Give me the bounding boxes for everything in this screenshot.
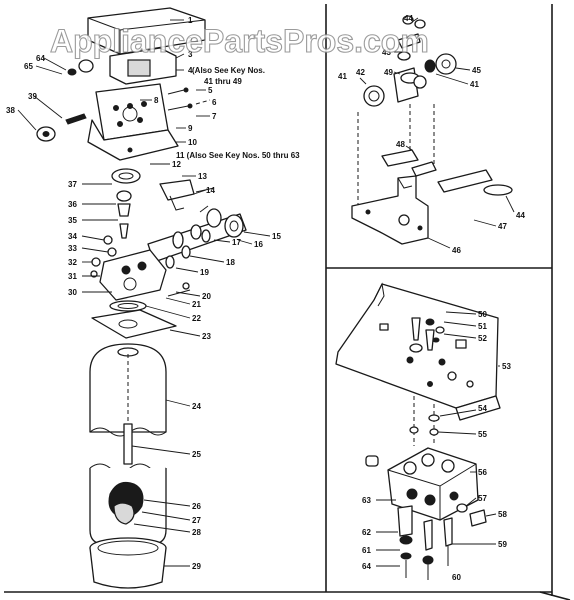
callout-notes: (Also See Key Nos. 41 thru 49 11 (Also S… (176, 66, 300, 160)
key-21: 21 (192, 300, 201, 309)
key-19: 19 (200, 268, 209, 277)
note-see-keys-41-49: (Also See Key Nos. (192, 66, 265, 75)
key-22: 22 (192, 314, 201, 323)
key-9: 9 (188, 124, 193, 133)
key-8: 8 (154, 96, 159, 105)
control-valve-body (90, 208, 247, 339)
key-59: 59 (498, 540, 507, 549)
key-54: 54 (478, 404, 487, 413)
key-16: 16 (254, 240, 263, 249)
key-44-a: 44 (404, 14, 413, 23)
key-10: 10 (188, 138, 197, 147)
key-27: 27 (192, 516, 201, 525)
key-38: 38 (6, 106, 15, 115)
key-53: 53 (502, 362, 511, 371)
salt-tank (89, 463, 167, 589)
note-see-keys-50-63: 11 (Also See Key Nos. 50 thru 63 (176, 151, 300, 160)
key-4: 4 (188, 66, 193, 75)
key-42: 42 (356, 68, 365, 77)
key-65: 65 (24, 62, 33, 71)
key-58: 58 (498, 510, 507, 519)
top-right-key-numbers: 41 42 43 44 45 41 44 47 46 48 49 (338, 14, 525, 255)
cam-and-bracket-assembly (351, 15, 513, 245)
key-24: 24 (192, 402, 201, 411)
key-15: 15 (272, 232, 281, 241)
key-28: 28 (192, 528, 201, 537)
key-47: 47 (498, 222, 507, 231)
key-36: 36 (68, 200, 77, 209)
mounting-plate-and-valve (335, 282, 501, 580)
key-55: 55 (478, 430, 487, 439)
bottom-right-key-numbers: 50 51 52 53 54 55 56 57 58 59 63 62 61 6… (362, 310, 511, 582)
key-57: 57 (478, 494, 487, 503)
key-56: 56 (478, 468, 487, 477)
key-48: 48 (396, 140, 405, 149)
key-1: 1 (188, 16, 193, 25)
bottom-right-leaders (376, 311, 500, 567)
key-44-b: 44 (516, 211, 525, 220)
key-43: 43 (382, 48, 391, 57)
key-33: 33 (68, 244, 77, 253)
key-20: 20 (202, 292, 211, 301)
key-37: 37 (68, 180, 77, 189)
watermark-text: AppliancePartsPros.com (50, 23, 429, 59)
key-34: 34 (68, 232, 77, 241)
top-right-leaders (359, 17, 515, 249)
key-30: 30 (68, 288, 77, 297)
key-51: 51 (478, 322, 487, 331)
key-6: 6 (212, 98, 217, 107)
key-26: 26 (192, 502, 201, 511)
brine-valve-assembly (103, 168, 215, 257)
key-31: 31 (68, 272, 77, 281)
key-5: 5 (208, 86, 213, 95)
valve-head-assembly (36, 7, 211, 161)
left-panel-key-numbers: 1 2 3 4 5 6 7 8 9 10 12 13 14 15 16 17 1… (6, 16, 281, 571)
key-41-a: 41 (338, 72, 347, 81)
key-2: 2 (188, 36, 193, 45)
mineral-tank (89, 343, 167, 465)
key-64-b: 64 (362, 562, 371, 571)
key-45: 45 (472, 66, 481, 75)
key-62: 62 (362, 528, 371, 537)
key-25: 25 (192, 450, 201, 459)
key-23: 23 (202, 332, 211, 341)
key-39: 39 (28, 92, 37, 101)
key-49: 49 (384, 68, 393, 77)
key-61: 61 (362, 546, 371, 555)
key-46: 46 (452, 246, 461, 255)
left-panel-leaders (17, 19, 271, 567)
key-32: 32 (68, 258, 77, 267)
key-52: 52 (478, 334, 487, 343)
key-14: 14 (206, 186, 215, 195)
key-35: 35 (68, 216, 77, 225)
key-7: 7 (212, 112, 217, 121)
key-13: 13 (198, 172, 207, 181)
key-63: 63 (362, 496, 371, 505)
key-41-b: 41 (470, 80, 479, 89)
key-60: 60 (452, 573, 461, 582)
key-50: 50 (478, 310, 487, 319)
key-17: 17 (232, 238, 241, 247)
key-64: 64 (36, 54, 45, 63)
key-18: 18 (226, 258, 235, 267)
panel-frames (4, 4, 571, 600)
key-29: 29 (192, 562, 201, 571)
key-12: 12 (172, 160, 181, 169)
note-see-keys-41-49-line2: 41 thru 49 (204, 77, 242, 86)
key-3: 3 (188, 50, 193, 59)
